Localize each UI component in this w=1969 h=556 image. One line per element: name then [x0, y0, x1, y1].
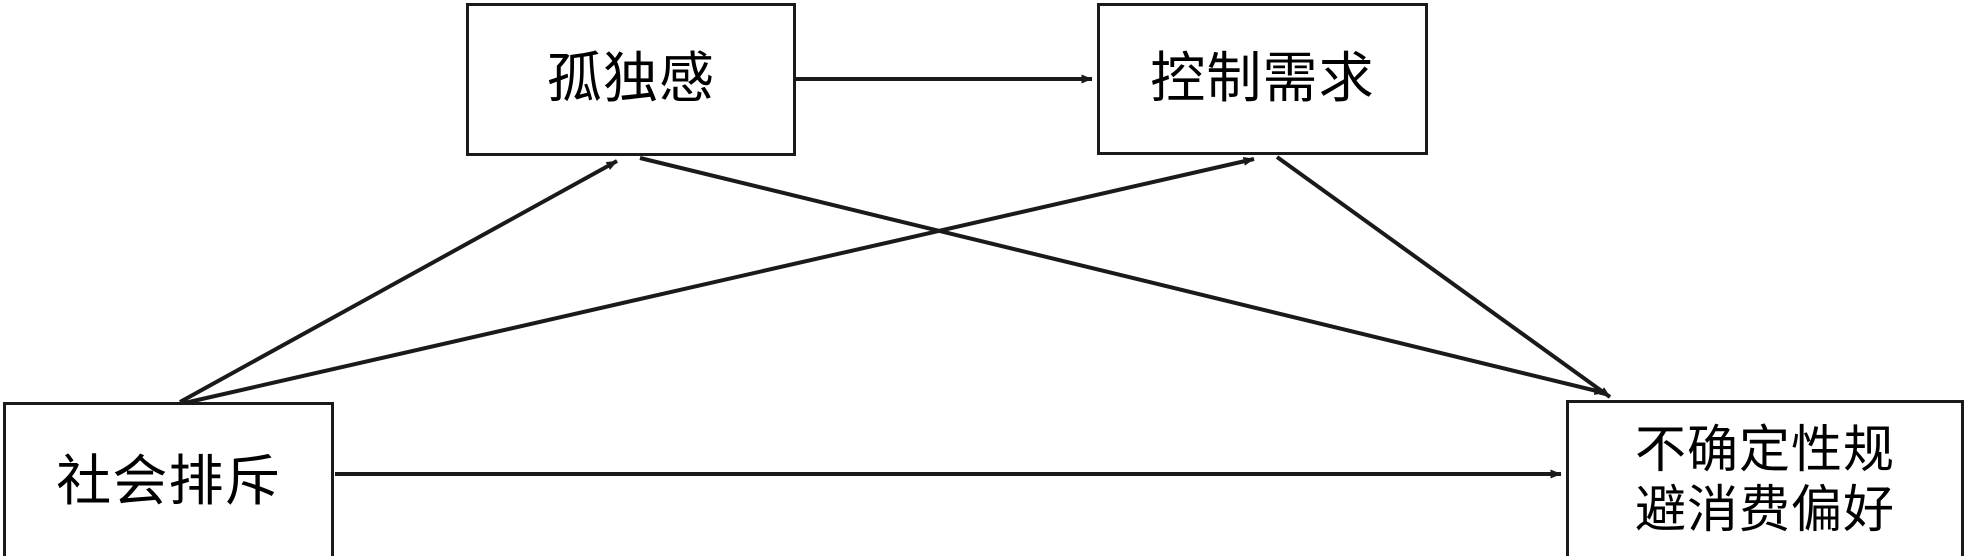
node-social-exclusion-label: 社会排斥 — [56, 450, 281, 512]
node-loneliness[interactable]: 孤独感 — [466, 3, 796, 156]
node-loneliness-label: 孤独感 — [546, 48, 716, 110]
node-social-exclusion[interactable]: 社会排斥 — [3, 402, 334, 556]
edge-exclusion-to-loneliness — [179, 159, 618, 404]
edge-exclusion-to-control — [179, 156, 1255, 406]
node-uncertainty-avoidance-preference[interactable]: 不确定性规 避消费偏好 — [1566, 400, 1964, 556]
node-control[interactable]: 控制需求 — [1097, 3, 1428, 155]
node-uncertainty-avoidance-preference-label: 不确定性规 避消费偏好 — [1634, 422, 1896, 539]
node-control-label: 控制需求 — [1150, 47, 1375, 109]
edge-loneliness-to-uncertainty — [639, 156, 1606, 395]
edge-control-to-uncertainty — [1275, 155, 1612, 399]
